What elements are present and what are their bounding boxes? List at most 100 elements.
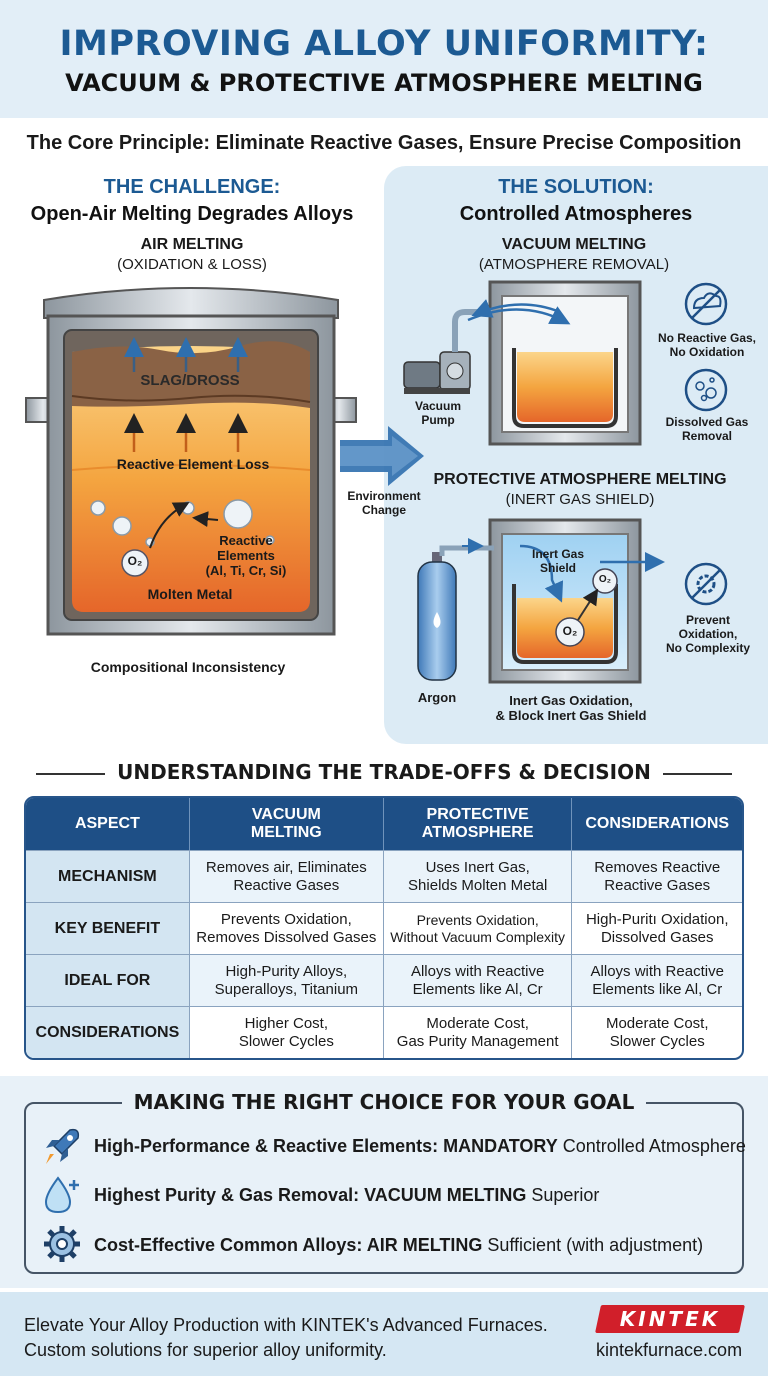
blocked-o2-icon	[555, 568, 618, 647]
table-cell: Moderate Cost, Slower Cycles	[572, 1006, 742, 1058]
page-subtitle: VACUUM & PROTECTIVE ATMOSPHERE MELTING	[65, 69, 703, 97]
environment-change-label: Environment Change	[347, 489, 421, 517]
table-cell: Higher Cost, Slower Cycles	[189, 1006, 384, 1058]
vacuum-furnace	[488, 280, 642, 446]
vacuum-melting-title: VACUUM MELTING	[501, 236, 647, 253]
solution-heading-block: THE SOLUTION: Controlled Atmospheres	[384, 176, 768, 226]
table-header-considerations: CONSIDERATIONS	[572, 798, 742, 850]
table-cell: Removes Reactive Reactive Gases	[572, 850, 742, 902]
compositional-inconsistency-label: Compositional Inconsistency	[90, 659, 286, 675]
element-arrow	[192, 511, 219, 528]
air-melting-subtitle: (OXIDATION & LOSS)	[117, 256, 267, 273]
o2-blocked-label: O₂	[562, 624, 578, 638]
footer-text: Elevate Your Alloy Production with KINTE…	[24, 1313, 548, 1363]
argon-tank-icon	[417, 545, 494, 681]
vacuum-melting-subtitle: (ATMOSPHERE REMOVAL)	[478, 256, 670, 273]
reaction-arrow	[149, 502, 190, 549]
table-cell: Alloys with Reactive Elements like Al, C…	[383, 954, 573, 1006]
choice-item-cost: Cost-Effective Common Alloys: AIR MELTIN…	[94, 1235, 703, 1256]
header-banner: IMPROVING ALLOY UNIFORMITY: VACUUM & PRO…	[0, 0, 768, 118]
table-row: CONSIDERATIONS Higher Cost, Slower Cycle…	[26, 1006, 742, 1058]
element-loss-arrows	[124, 413, 248, 452]
o2-small-label: O₂	[598, 574, 612, 585]
table-cell: CONSIDERATIONS	[26, 1006, 190, 1058]
vacuum-pump-icon	[403, 309, 492, 394]
prevent-oxidation-icon	[684, 562, 728, 606]
divider-left	[36, 773, 122, 775]
divider-right	[646, 773, 732, 775]
table-row: IDEAL FOR High-Purity Alloys, Superalloy…	[26, 954, 742, 1006]
footer-line-1: Elevate Your Alloy Production with KINTE…	[24, 1315, 548, 1335]
table-cell: IDEAL FOR	[26, 954, 190, 1006]
slag-label: SLAG/DROSS	[140, 372, 240, 389]
table-cell: Moderate Cost, Gas Purity Management	[383, 1006, 573, 1058]
choice-heading-block: MAKING THE RIGHT CHOICE FOR YOUR GOAL	[0, 1090, 768, 1114]
gear-icon	[44, 1226, 80, 1262]
tradeoffs-heading: UNDERSTANDING THE TRADE-OFFS & DECISION	[105, 760, 663, 784]
kintek-logo[interactable]: KINTEK	[595, 1305, 745, 1333]
choice-item-bold: High-Performance & Reactive Elements: MA…	[94, 1136, 558, 1156]
table-cell: KEY BENEFIT	[26, 902, 190, 954]
challenge-heading: THE CHALLENGE:	[103, 176, 281, 198]
core-principle: The Core Principle: Eliminate Reactive G…	[26, 132, 742, 154]
protective-melting-title: PROTECTIVE ATMOSPHERE MELTING	[433, 471, 727, 488]
air-melting-title: AIR MELTING	[140, 236, 244, 253]
oxidation-arrows	[124, 337, 248, 372]
table-header-protective: PROTECTIVE ATMOSPHERE	[383, 798, 573, 850]
tradeoff-table: ASPECT VACUUM MELTING PROTECTIVE ATMOSPH…	[24, 796, 744, 1060]
protective-furnace	[488, 518, 642, 684]
dissolved-gas-icon	[684, 368, 728, 412]
element-loss-label: Reactive Element Loss	[116, 456, 270, 472]
table-cell: MECHANISM	[26, 850, 190, 902]
o2-molecule-icon	[121, 549, 149, 577]
choice-heading: MAKING THE RIGHT CHOICE FOR YOUR GOAL	[121, 1090, 647, 1114]
challenge-heading-block: THE CHALLENGE: Open-Air Melting Degrades…	[0, 176, 384, 226]
choice-item-bold: Cost-Effective Common Alloys: AIR MELTIN…	[94, 1235, 483, 1255]
no-reactive-gas-label: No Reactive Gas, No Oxidation	[657, 331, 757, 359]
table-header-row: ASPECT VACUUM MELTING PROTECTIVE ATMOSPH…	[26, 798, 742, 850]
solution-heading: THE SOLUTION:	[498, 176, 654, 198]
challenge-subheading: Open-Air Melting Degrades Alloys	[30, 203, 354, 225]
table-row: MECHANISM Removes air, Eliminates Reacti…	[26, 850, 742, 902]
protective-melting-subtitle: (INERT GAS SHIELD)	[505, 491, 655, 508]
rocket-icon	[46, 1128, 80, 1164]
droplet-icon	[44, 1176, 79, 1214]
page-title: IMPROVING ALLOY UNIFORMITY:	[59, 24, 709, 64]
choice-item-performance: High-Performance & Reactive Elements: MA…	[94, 1136, 746, 1157]
molten-metal-label: Molten Metal	[147, 586, 233, 602]
air-melting-furnace	[25, 287, 357, 636]
choice-item-purity: Highest Purity & Gas Removal: VACUUM MEL…	[94, 1185, 599, 1206]
table-cell: Prevents Oxidation, Removes Dissolved Ga…	[189, 902, 384, 954]
inert-gas-shield-label: Inert Gas Shield	[531, 547, 585, 575]
vacuum-return-arrow	[471, 299, 561, 318]
choice-item-text: Sufficient (with adjustment)	[482, 1235, 704, 1255]
solution-subheading: Controlled Atmospheres	[459, 203, 693, 225]
inert-gas-bottom-label: Inert Gas Oxidation, & Block Inert Gas S…	[495, 693, 647, 723]
website-link[interactable]: kintekfurnace.com	[596, 1340, 743, 1360]
prevent-oxidation-label: Prevent Oxidation, No Complexity	[665, 613, 750, 655]
transition-arrow	[340, 426, 424, 486]
choice-item-text: Superior	[526, 1185, 600, 1205]
table-header-aspect: ASPECT	[26, 798, 190, 850]
no-gas-icon	[684, 282, 728, 326]
table-cell: Uses Inert Gas, Shields Molten Metal	[383, 850, 573, 902]
choice-item-bold: Highest Purity & Gas Removal: VACUUM MEL…	[94, 1185, 527, 1205]
gas-flow-arrow	[519, 544, 564, 603]
kintek-logo-text: KINTEK	[619, 1307, 721, 1331]
table-cell: High-Purity Alloys, Superalloys, Titaniu…	[189, 954, 384, 1006]
dissolved-gas-label: Dissolved Gas Removal	[665, 415, 749, 443]
tradeoffs-heading-block: UNDERSTANDING THE TRADE-OFFS & DECISION	[0, 760, 768, 784]
footer-line-2: Custom solutions for superior alloy unif…	[24, 1340, 387, 1361]
argon-label: Argon	[417, 690, 457, 705]
table-header-vacuum: VACUUM MELTING	[189, 798, 384, 850]
table-cell: Alloys with Reactive Elements like Al, C…	[572, 954, 742, 1006]
o2-label: O₂	[127, 554, 143, 568]
choice-item-text: Controlled Atmosphere	[557, 1136, 746, 1156]
table-cell: Prevents Oxidation, Without Vacuum Compl…	[383, 902, 573, 954]
table-cell: High-Puritı Oxidation, Dissolved Gases	[572, 902, 742, 954]
melting-diagram	[25, 280, 728, 684]
reactive-elements-label: Reactive Elements (Al, Ti, Cr, Si)	[205, 533, 287, 578]
gas-bubbles	[90, 499, 275, 547]
vacuum-pump-label: Vacuum Pump	[414, 399, 462, 427]
table-cell: Removes air, Eliminates Reactive Gases	[189, 850, 384, 902]
